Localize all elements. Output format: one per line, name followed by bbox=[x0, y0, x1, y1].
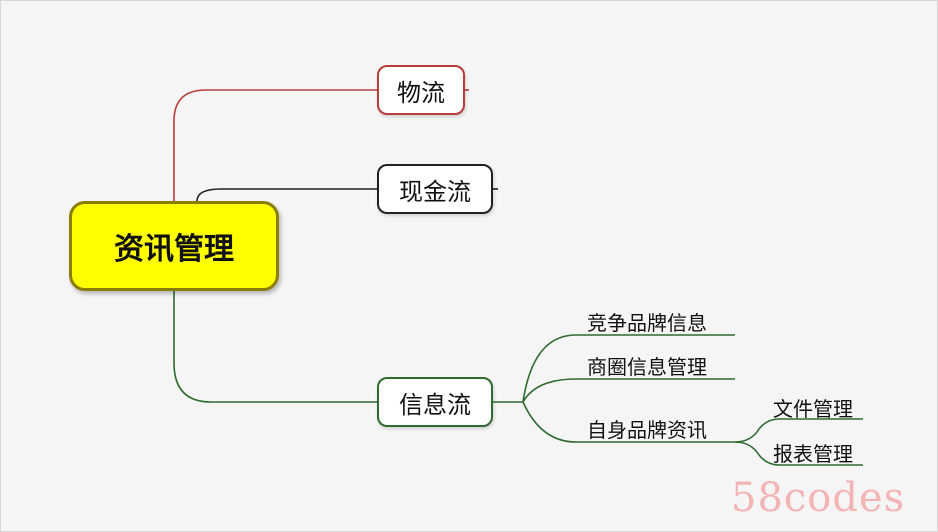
leaf-competitor-info[interactable]: 竞争品牌信息 bbox=[587, 311, 707, 335]
link-competitor bbox=[522, 334, 735, 403]
leaf-trade-area-info[interactable]: 商圈信息管理 bbox=[587, 355, 707, 379]
link-logistics bbox=[173, 89, 377, 201]
branch-logistics[interactable]: 物流 bbox=[377, 65, 465, 115]
branch-info-flow[interactable]: 信息流 bbox=[377, 377, 493, 427]
watermark-logo: 58codes bbox=[731, 475, 906, 521]
leaf-own-brand-info[interactable]: 自身品牌资讯 bbox=[587, 418, 707, 442]
branch-cash-flow[interactable]: 现金流 bbox=[377, 164, 493, 214]
link-file-management bbox=[734, 418, 863, 443]
link-trade-area bbox=[522, 378, 735, 403]
root-node[interactable]: 资讯管理 bbox=[69, 201, 279, 291]
leaf-file-management[interactable]: 文件管理 bbox=[773, 397, 853, 421]
leaf-report-management[interactable]: 报表管理 bbox=[773, 442, 853, 466]
link-cash-flow bbox=[196, 188, 377, 202]
link-own-brand bbox=[522, 401, 735, 443]
link-info-flow bbox=[173, 291, 377, 403]
link-report-management bbox=[734, 441, 863, 466]
